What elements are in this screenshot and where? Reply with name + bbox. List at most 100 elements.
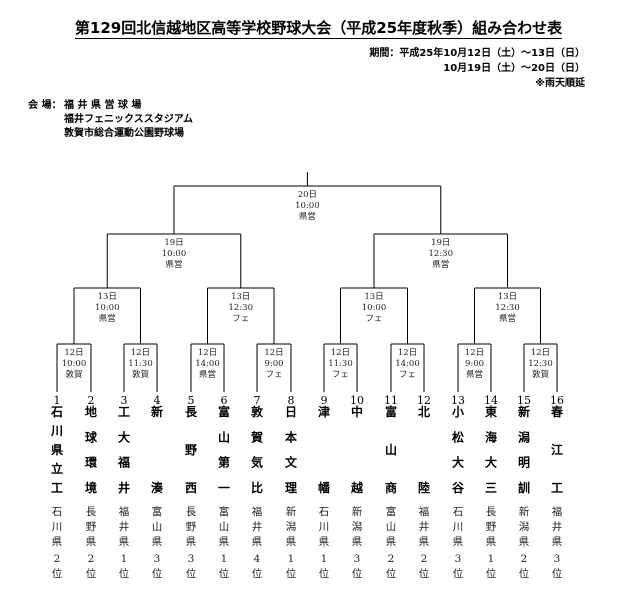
team-12-rank: 2: [421, 553, 428, 565]
team-15-prefecture: 県: [519, 536, 530, 548]
team-15-name-char: 訓: [518, 480, 530, 495]
team-4-rank: 3: [154, 553, 161, 565]
team-14-name-char: 大: [485, 455, 497, 470]
team-15-prefecture: 潟: [519, 520, 530, 533]
team-7-name-char: 気: [251, 455, 263, 470]
team-8-rank: 1: [288, 553, 295, 565]
match-r1d-info: フェ: [265, 370, 282, 380]
match-qf4-info: 12:30: [495, 303, 520, 313]
team-2-name-char: 球: [85, 429, 98, 444]
team-11-rank: 位: [386, 567, 397, 580]
team-12-rank: 位: [419, 567, 430, 580]
team-11-number: 11: [384, 394, 398, 407]
team-3-prefecture: 井: [119, 520, 130, 533]
match-qf4-info: 13日: [498, 292, 517, 302]
match-r1b-info: 敦賀: [132, 369, 150, 380]
team-9-rank: 位: [319, 567, 330, 580]
team-7-name-char: 敦: [251, 404, 264, 419]
team-14-rank: 位: [486, 567, 497, 580]
match-qf2-info: 13日: [231, 292, 250, 302]
team-6-name-char: 第: [218, 455, 230, 470]
team-16-name-char: 春: [550, 404, 564, 419]
team-1-name-char: 立: [51, 461, 63, 476]
team-10-name-char: 中: [351, 404, 363, 419]
team-8-name-char: 本: [285, 429, 297, 444]
team-10-name-char: 越: [350, 480, 364, 495]
team-7-rank: 4: [254, 553, 261, 565]
match-r1a-info: 12日: [64, 348, 83, 358]
team-16-name-char: 江: [551, 442, 563, 457]
team-4-rank: 位: [152, 567, 163, 580]
team-1-name-char: 県: [51, 443, 63, 457]
team-16-prefecture: 井: [552, 520, 563, 533]
team-16-prefecture: 福: [552, 505, 563, 518]
team-1-name-char: 工: [51, 481, 63, 495]
match-r1a-info: 10:00: [62, 359, 87, 369]
team-14-prefecture: 長: [486, 506, 497, 518]
team-7-prefecture: 県: [252, 536, 263, 548]
team-6-name-char: 山: [218, 429, 230, 444]
team-13-rank: 位: [453, 567, 464, 580]
team-3-name-char: 工: [118, 405, 130, 419]
team-13-prefecture: 川: [453, 521, 464, 533]
team-13-name-char: 松: [452, 429, 464, 444]
match-semi2-info: 19日: [431, 238, 450, 248]
team-8-prefecture: 新: [286, 505, 297, 518]
team-7-prefecture: 井: [252, 520, 263, 533]
team-2-number: 2: [88, 394, 95, 407]
team-10-rank: 3: [354, 553, 361, 565]
team-7-name-char: 賀: [250, 429, 263, 444]
venue-1: 福 井 県 営 球 場: [64, 100, 142, 111]
team-2-prefecture: 長: [86, 506, 97, 518]
team-1-prefecture: 県: [52, 536, 63, 548]
match-r1c-info: 14:00: [195, 359, 220, 369]
match-r1f-info: 12日: [398, 348, 417, 358]
team-11-name-char: 富: [385, 404, 397, 419]
team-3-prefecture: 福: [119, 505, 130, 518]
team-3-name-char: 井: [118, 480, 130, 495]
team-9-prefecture: 石: [319, 506, 330, 518]
match-semi1-info: 10:00: [162, 249, 187, 259]
team-1-prefecture: 川: [52, 521, 63, 533]
match-semi1-info: 19日: [164, 238, 183, 248]
team-6-prefecture: 県: [219, 536, 230, 548]
team-12-prefecture: 井: [419, 520, 430, 533]
team-2-name-char: 境: [85, 480, 97, 495]
team-14-rank: 1: [488, 553, 495, 565]
team-9-prefecture: 川: [319, 521, 330, 533]
team-11-rank: 2: [388, 553, 395, 565]
team-12-name-char: 陸: [418, 480, 430, 495]
team-2-name-char: 地: [85, 404, 97, 419]
team-1-rank: 位: [52, 567, 63, 580]
team-14-prefecture: 県: [486, 536, 497, 548]
match-semi2-info: 県営: [432, 259, 449, 270]
team-9-name-char: 幡: [318, 480, 331, 495]
team-3-name-char: 大: [118, 429, 130, 444]
team-8-rank: 位: [286, 567, 297, 580]
match-qf4-info: 県営: [499, 313, 516, 324]
venue-3: 敦賀市総合運動公園野球場: [64, 128, 184, 139]
team-3-rank: 位: [119, 567, 130, 580]
team-4-prefecture: 富: [152, 505, 163, 518]
team-1-name-char: 川: [50, 424, 63, 438]
team-14-name-char: 海: [485, 429, 497, 444]
team-14-name-char: 三: [485, 481, 497, 495]
team-4-number: 4: [154, 394, 161, 407]
team-5-prefecture: 野: [186, 521, 197, 533]
team-2-prefecture: 野: [86, 521, 97, 533]
team-9-name-char: 津: [318, 404, 330, 419]
team-13-prefecture: 石: [453, 506, 464, 518]
team-1-name-char: 石: [50, 405, 63, 419]
team-2-prefecture: 県: [86, 536, 97, 548]
match-r1h-info: 敦賀: [532, 369, 550, 380]
team-8-name-char: 文: [285, 455, 298, 470]
match-final-info: 10:00: [295, 201, 320, 211]
team-5-prefecture: 長: [186, 506, 197, 518]
team-15-rank: 2: [521, 553, 528, 565]
team-9-prefecture: 県: [319, 536, 330, 548]
match-qf2-info: フェ: [232, 314, 249, 324]
team-10-prefecture: 県: [352, 536, 363, 548]
team-1-rank: 2: [54, 553, 61, 565]
team-16-number: 16: [550, 394, 564, 407]
